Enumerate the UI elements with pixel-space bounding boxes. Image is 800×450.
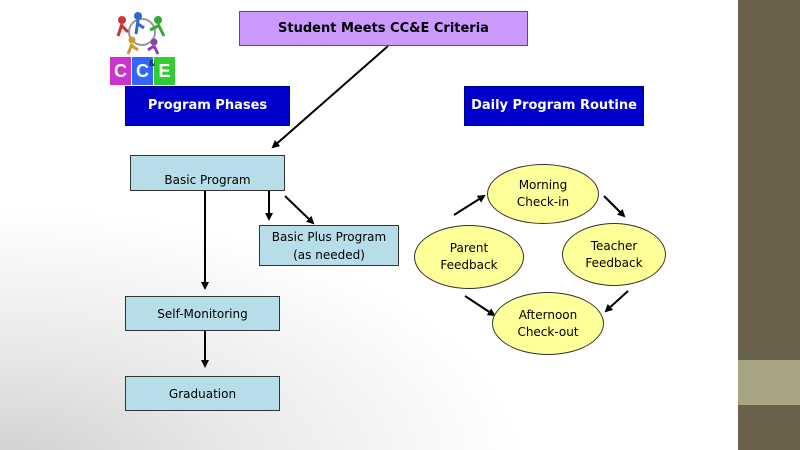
arrow-teacher-to-afternoon bbox=[604, 290, 629, 313]
arrow-criteria-to-basic bbox=[271, 45, 389, 149]
parent-line2: Feedback bbox=[440, 258, 498, 272]
parent-feedback-oval: Parent Feedback bbox=[414, 225, 524, 289]
program-phases-header: Program Phases bbox=[125, 86, 290, 126]
self-monitoring-box: Self-Monitoring bbox=[125, 296, 280, 331]
basic-plus-program-box: Basic Plus Program (as needed) bbox=[259, 225, 399, 266]
arrow-parent-to-morning bbox=[453, 194, 486, 216]
teacher-feedback-oval: Teacher Feedback bbox=[562, 223, 666, 286]
daily-routine-header: Daily Program Routine bbox=[464, 86, 644, 126]
morning-line2: Check-in bbox=[516, 195, 570, 209]
arrow-afternoon-from-parent bbox=[464, 295, 496, 317]
cc-e-logo: C C E & bbox=[108, 10, 176, 85]
criteria-box: Student Meets CC&E Criteria bbox=[239, 11, 528, 46]
connector-arrows bbox=[201, 45, 629, 368]
arrow-basic-to-basicplus bbox=[284, 195, 315, 225]
teacher-line2: Feedback bbox=[585, 255, 643, 270]
figures-icon bbox=[116, 12, 166, 55]
basic-plus-line1: Basic Plus Program bbox=[271, 229, 387, 244]
afternoon-line2: Check-out bbox=[517, 324, 579, 339]
logo-letter-e: E bbox=[154, 57, 175, 85]
graduation-box: Graduation bbox=[125, 376, 280, 411]
logo-ampersand: & bbox=[149, 59, 156, 68]
afternoon-line1: Afternoon bbox=[518, 307, 578, 322]
basic-program-box: Basic Program bbox=[130, 155, 285, 191]
basic-plus-line2: (as needed) bbox=[293, 247, 365, 262]
parent-line1: Parent bbox=[449, 241, 489, 255]
morning-line1: Morning bbox=[518, 178, 568, 192]
right-sidebar-accent bbox=[738, 360, 800, 405]
logo-letter-c1: C bbox=[110, 57, 131, 85]
teacher-line1: Teacher bbox=[590, 238, 638, 253]
afternoon-checkout-oval: Afternoon Check-out bbox=[492, 292, 604, 355]
logo-letter-c2: C bbox=[132, 57, 153, 85]
morning-checkin-oval: Morning Check-in bbox=[487, 164, 599, 224]
arrow-morning-to-teacher bbox=[603, 195, 626, 218]
